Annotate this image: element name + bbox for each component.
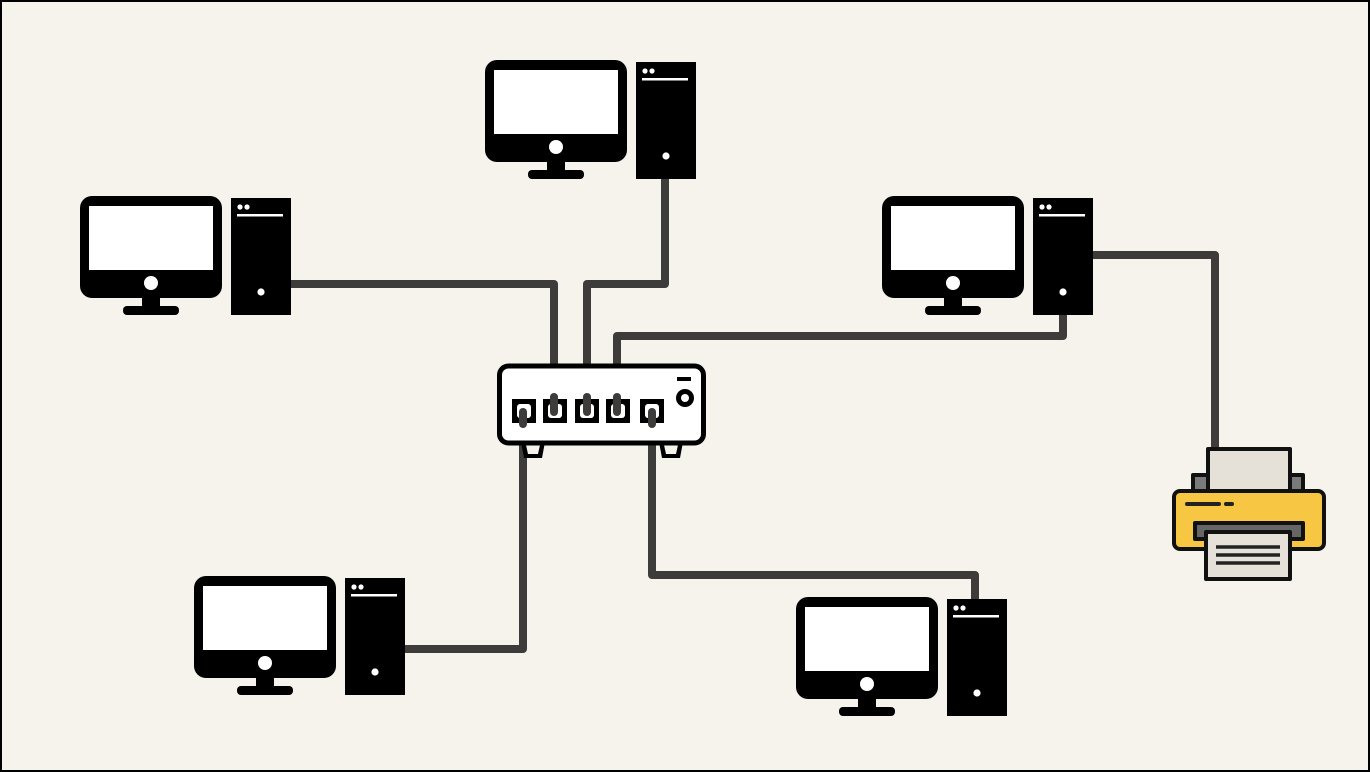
computer-upper-left-icon bbox=[80, 196, 291, 315]
computer-lower-left-icon bbox=[194, 576, 405, 695]
network-switch-icon bbox=[497, 363, 706, 458]
computer-top-icon bbox=[485, 60, 696, 179]
cable-pc-upper-right-to-printer bbox=[1087, 251, 1219, 453]
printer-icon bbox=[1172, 447, 1326, 581]
computer-lower-right-icon bbox=[796, 597, 1007, 716]
computer-upper-right-icon bbox=[882, 196, 1093, 315]
cable-switch-to-pc-top bbox=[583, 174, 669, 413]
cable-switch-to-pc-lower-left bbox=[400, 418, 527, 653]
cable-switch-to-pc-lower-right bbox=[648, 418, 979, 605]
